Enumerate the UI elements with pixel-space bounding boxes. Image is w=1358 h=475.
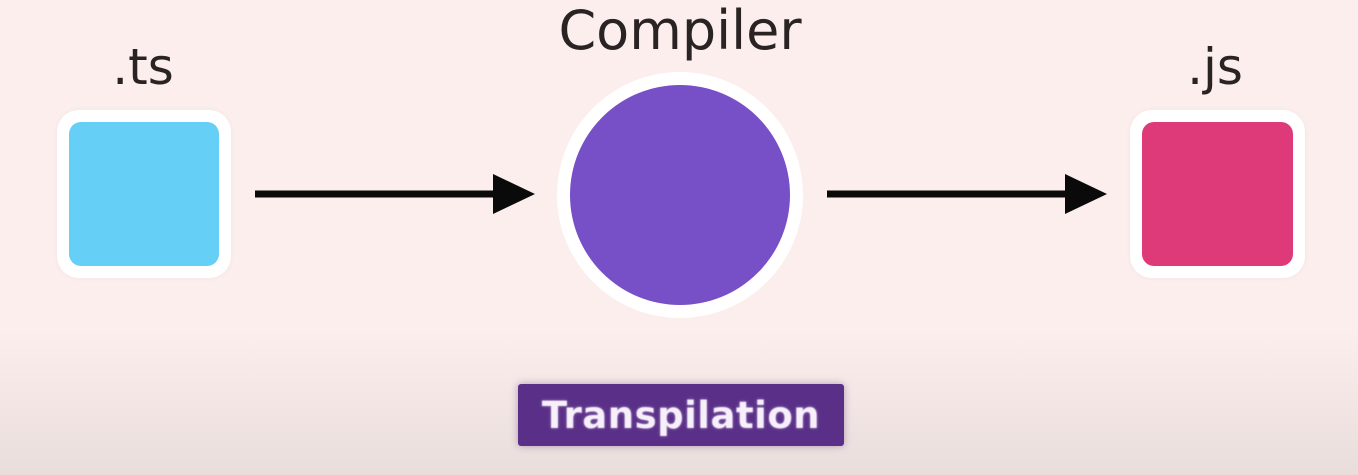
js-file-square	[1142, 122, 1293, 266]
ts-file-box	[57, 110, 231, 278]
caption-banner: Transpilation	[518, 384, 844, 446]
js-file-box	[1130, 110, 1305, 278]
js-label: .js	[1187, 38, 1243, 96]
caption-text: Transpilation	[541, 394, 821, 437]
arrow-head	[1065, 174, 1107, 214]
arrow-compiler-to-js	[827, 174, 1107, 214]
arrow-ts-to-compiler	[255, 174, 535, 214]
compiler-node	[557, 72, 803, 318]
compiler-label: Compiler	[558, 0, 802, 62]
compiler-circle	[570, 85, 790, 305]
ts-file-square	[69, 122, 219, 266]
ts-label: .ts	[112, 38, 174, 96]
arrow-head	[493, 174, 535, 214]
